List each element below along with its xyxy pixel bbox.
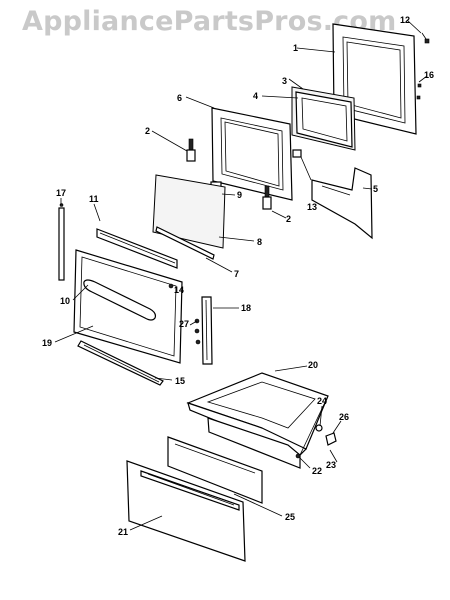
hinge-left <box>186 138 196 162</box>
drawer-screw <box>295 453 301 459</box>
callout-18: 18 <box>241 303 251 313</box>
callout-3: 3 <box>282 76 287 86</box>
leader-lines <box>54 19 428 531</box>
trim-screw <box>168 283 174 289</box>
callout-1: 1 <box>293 43 298 53</box>
callout-22: 22 <box>312 466 322 476</box>
top-trim <box>96 228 178 269</box>
drawer-glide <box>325 432 337 446</box>
callout-24: 24 <box>317 396 327 406</box>
callout-23: 23 <box>326 460 336 470</box>
callout-26: 26 <box>339 412 349 422</box>
callout-14: 14 <box>174 285 184 295</box>
callout-27: 27 <box>179 319 189 329</box>
drawer-front-panel <box>126 460 246 562</box>
callout-9: 9 <box>237 190 242 200</box>
callout-6: 6 <box>177 93 182 103</box>
callout-17: 17 <box>56 188 66 198</box>
callout-12: 12 <box>400 15 410 25</box>
storage-drawer <box>186 372 329 469</box>
callout-15: 15 <box>175 376 185 386</box>
callout-10: 10 <box>60 296 70 306</box>
callout-19: 19 <box>42 338 52 348</box>
door-clip <box>292 149 312 181</box>
glass-retainer-strip <box>155 226 215 260</box>
callout-13: 13 <box>307 202 317 212</box>
callout-21: 21 <box>118 527 128 537</box>
inner-door-liner <box>211 107 293 201</box>
callout-11: 11 <box>89 194 99 204</box>
callout-2-left: 2 <box>145 126 150 136</box>
callout-8: 8 <box>257 237 262 247</box>
door-glass-panel <box>152 174 226 249</box>
hinge-right <box>262 185 272 210</box>
door-insulation <box>311 167 373 240</box>
callout-2-right: 2 <box>286 214 291 224</box>
door-handle <box>83 279 157 321</box>
drawer-liner <box>167 436 263 504</box>
callout-25: 25 <box>285 512 295 522</box>
callout-labels: 1 3 4 6 2 2 5 9 13 8 7 11 17 10 14 19 15… <box>42 15 434 537</box>
callout-16: 16 <box>424 70 434 80</box>
callout-20: 20 <box>308 360 318 370</box>
callout-5: 5 <box>373 184 378 194</box>
screw-set <box>416 83 422 100</box>
callout-7: 7 <box>234 269 239 279</box>
bottom-vent-trim <box>77 340 164 386</box>
screw-part <box>421 32 430 44</box>
drawer-stop <box>315 424 323 432</box>
drawer-rollers <box>194 318 201 345</box>
side-rail <box>201 296 213 365</box>
callout-4: 4 <box>253 91 258 101</box>
side-rod <box>58 203 65 281</box>
window-pack <box>295 91 353 148</box>
